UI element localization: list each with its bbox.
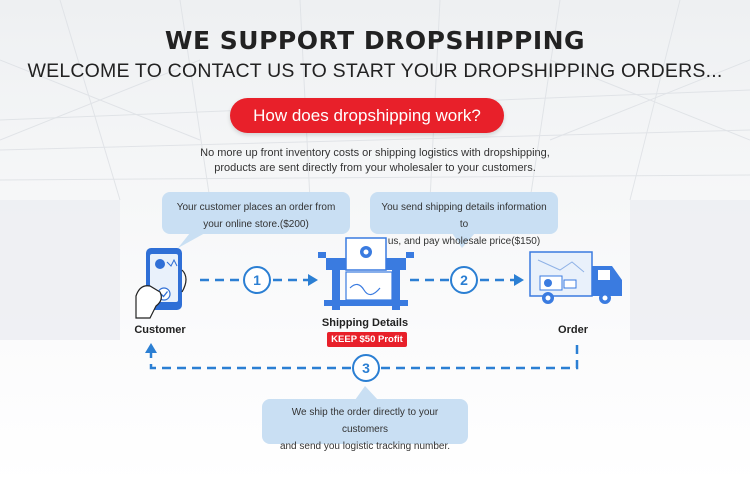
- step-3-number: 3: [352, 354, 380, 382]
- bubble-1-tail: [178, 233, 205, 248]
- step-1-number: 1: [243, 266, 271, 294]
- arrow-head-1: [308, 274, 318, 286]
- arrow-head-2: [514, 274, 524, 286]
- customer-label: Customer: [122, 324, 198, 336]
- step-3-text-line-1: We ship the order directly to your custo…: [272, 404, 458, 438]
- step-2-bubble: You send shipping details information to…: [370, 192, 558, 234]
- step-1-text-line-2: your online store.($200): [172, 216, 340, 233]
- shipping-details-label: Shipping Details: [310, 317, 420, 329]
- order-truck-icon: [530, 252, 622, 304]
- customer-phone-icon: [136, 248, 186, 318]
- step-1-bubble: Your customer places an order from your …: [162, 192, 350, 234]
- step-2-text-line-1: You send shipping details information to: [380, 199, 548, 233]
- step-1-text-line-1: Your customer places an order from: [172, 199, 340, 216]
- step-2-number: 2: [450, 266, 478, 294]
- order-label: Order: [545, 324, 601, 336]
- arrow-head-3: [145, 343, 157, 353]
- bubble-3-tail: [355, 386, 378, 400]
- step-3-bubble: We ship the order directly to your custo…: [262, 399, 468, 444]
- step-2-text-line-2: us, and pay wholesale price($150): [380, 233, 548, 250]
- step-3-text-line-2: and send you logistic tracking number.: [272, 438, 458, 455]
- profit-badge: KEEP $50 Profit: [327, 332, 407, 347]
